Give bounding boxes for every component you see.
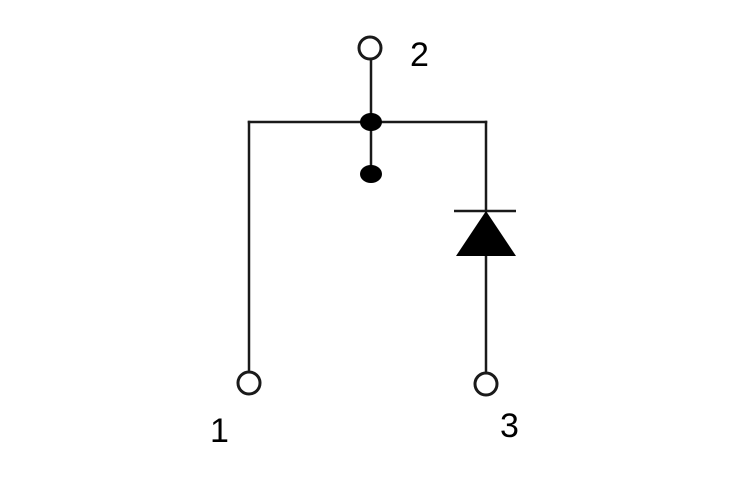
terminal-3-circle: [473, 371, 499, 397]
terminal-1-circle: [236, 370, 262, 396]
diode-symbol: [456, 211, 516, 256]
stub-end-dot: [360, 165, 382, 183]
junction-dot: [360, 113, 382, 131]
terminal-2-circle: [357, 35, 383, 61]
terminal-2-label: 2: [410, 36, 429, 74]
terminal-3-label: 3: [500, 407, 519, 445]
terminal-1-label: 1: [210, 412, 229, 450]
